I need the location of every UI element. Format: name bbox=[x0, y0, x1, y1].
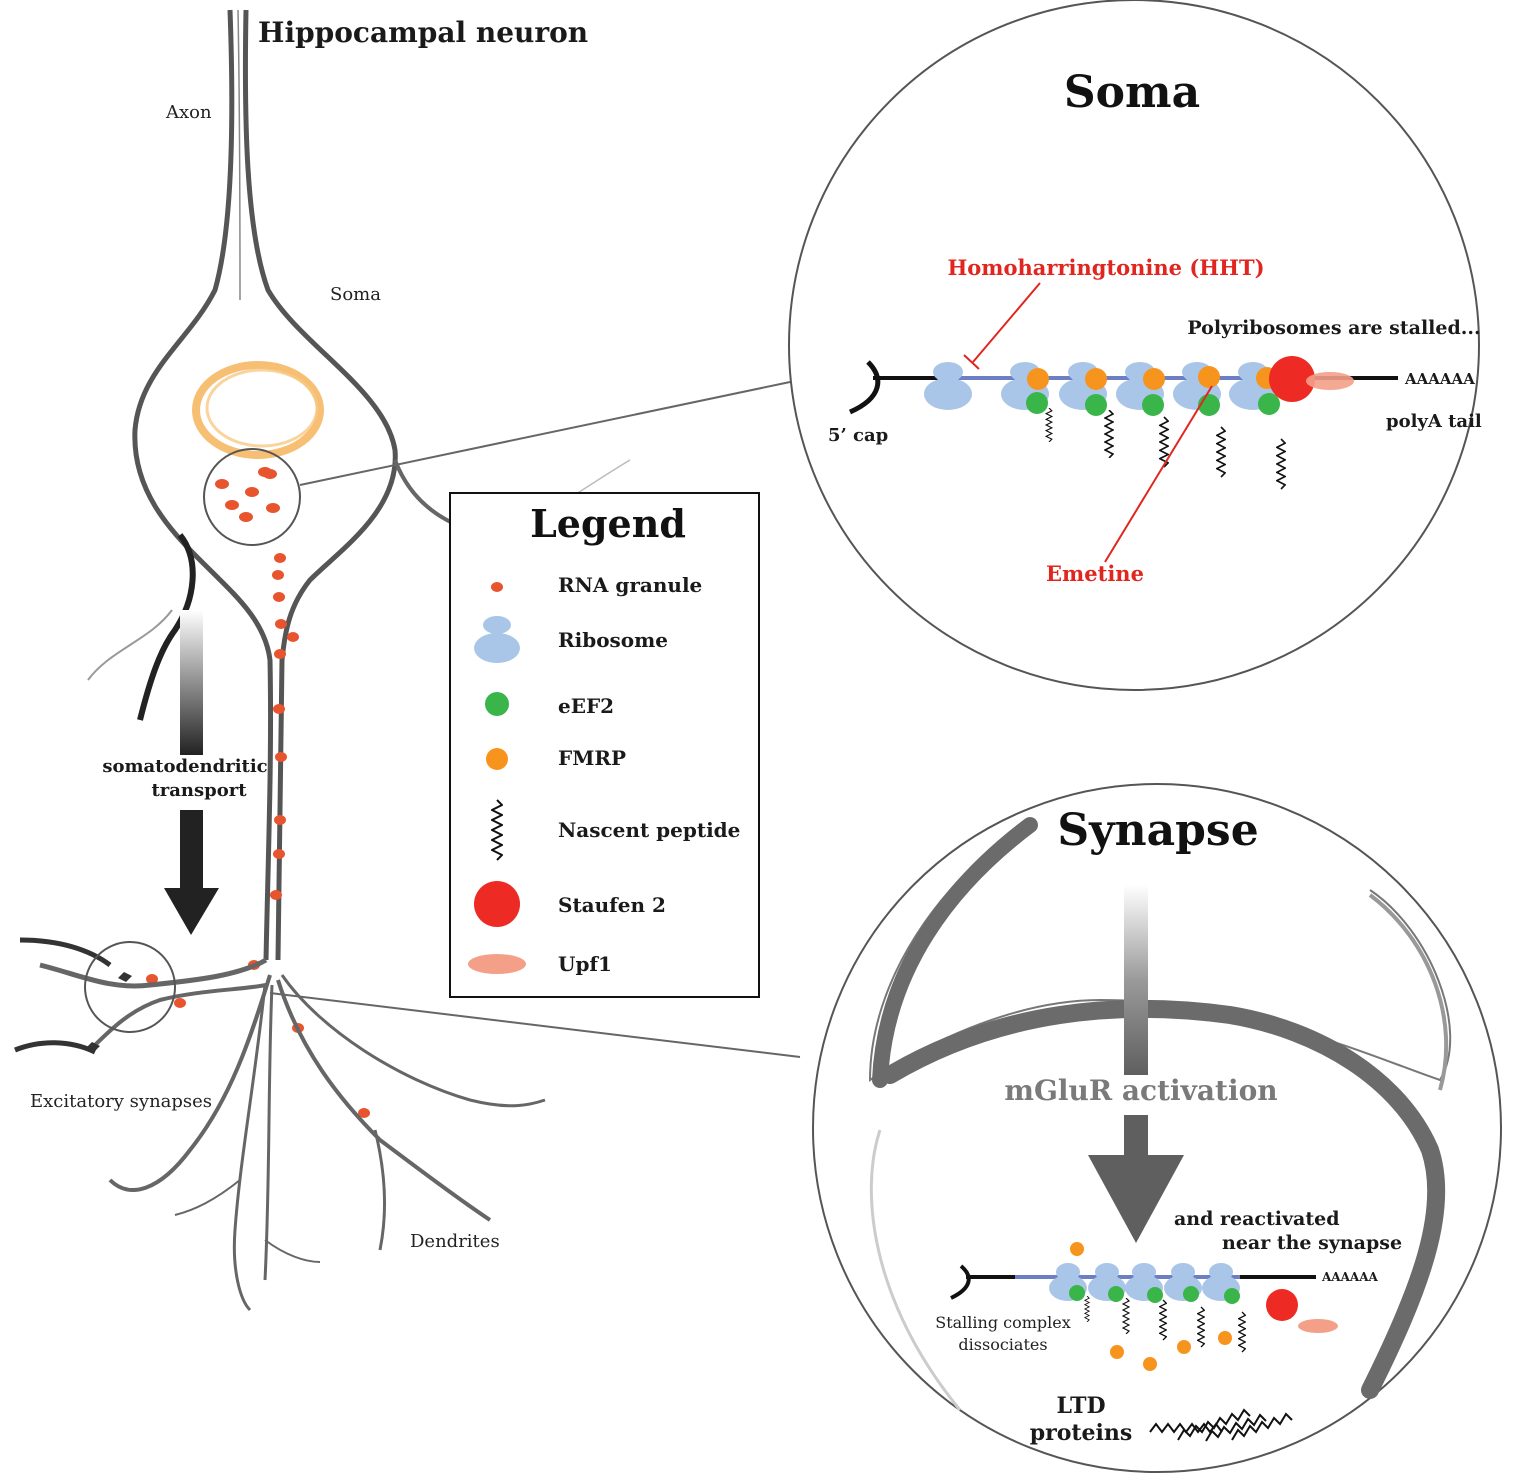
stalled-label: Polyribosomes are stalled... bbox=[1187, 317, 1480, 339]
legend-item-fmrp: FMRP bbox=[558, 746, 626, 770]
ltd-line2: proteins bbox=[1030, 1420, 1133, 1446]
legend-item-staufen: Staufen 2 bbox=[558, 893, 666, 917]
cap-label: 5’ cap bbox=[828, 425, 888, 446]
reactivated-line2: near the synapse bbox=[1222, 1232, 1402, 1254]
ltd-line1: LTD bbox=[1056, 1393, 1105, 1419]
mglur-label: mGluR activation bbox=[1004, 1074, 1277, 1107]
reactivated-line1: and reactivated bbox=[1174, 1208, 1340, 1230]
synapse-panel: Synapse mGluR activation bbox=[813, 784, 1501, 1472]
legend-title: Legend bbox=[530, 501, 686, 546]
fmrp-icon bbox=[486, 748, 508, 770]
synapse-panel-circle bbox=[813, 784, 1501, 1472]
transport-label-line2: transport bbox=[151, 780, 247, 801]
soma-panel-title: Soma bbox=[1064, 67, 1200, 118]
polya-seq: AAAAAA bbox=[1404, 370, 1475, 388]
legend-item-ribosome: Ribosome bbox=[558, 628, 668, 652]
upf1 bbox=[1306, 372, 1354, 390]
axon-label: Axon bbox=[165, 102, 212, 123]
polya-label: polyA tail bbox=[1386, 411, 1482, 432]
dendrites-label: Dendrites bbox=[410, 1231, 500, 1252]
dissociates-line2: dissociates bbox=[958, 1335, 1047, 1354]
legend-item-rna: RNA granule bbox=[558, 573, 702, 597]
diagram-title: Hippocampal neuron bbox=[258, 16, 588, 49]
nucleus bbox=[196, 365, 320, 455]
legend-item-peptide: Nascent peptide bbox=[558, 818, 740, 842]
emetine-label: Emetine bbox=[1046, 561, 1144, 586]
dissociates-line1: Stalling complex bbox=[935, 1313, 1071, 1332]
soma-panel: Soma bbox=[789, 0, 1482, 690]
rna-granule-icon bbox=[491, 582, 503, 592]
legend-item-upf1: Upf1 bbox=[558, 952, 612, 976]
legend-item-eef2: eEF2 bbox=[558, 694, 614, 718]
staufen2-icon bbox=[474, 881, 520, 927]
synapses-label: Excitatory synapses bbox=[30, 1091, 212, 1112]
eef2-icon bbox=[485, 692, 509, 716]
upf1-icon bbox=[468, 954, 526, 974]
synapse-panel-title: Synapse bbox=[1057, 805, 1258, 856]
transport-label-line1: somatodendritic bbox=[102, 756, 267, 777]
soma-label: Soma bbox=[330, 284, 381, 305]
legend: Legend RNA granule Ribosome eEF2 FMRP Na… bbox=[450, 493, 759, 997]
polya-seq-synapse: AAAAAA bbox=[1321, 1270, 1379, 1284]
hht-label: Homoharringtonine (HHT) bbox=[947, 255, 1264, 280]
staufen2-released bbox=[1266, 1289, 1298, 1321]
rna-granules-soma bbox=[215, 467, 280, 522]
upf1-released bbox=[1298, 1319, 1338, 1333]
